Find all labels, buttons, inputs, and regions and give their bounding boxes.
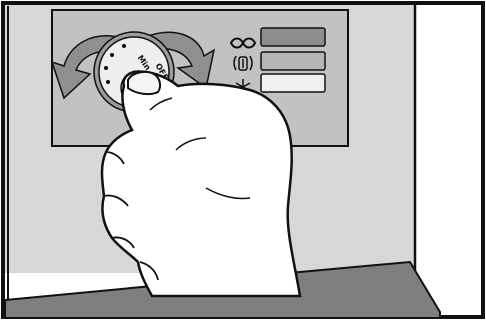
door-edge <box>415 5 481 315</box>
dial-scale-dot <box>122 44 126 48</box>
dial-scale-dot <box>104 66 108 70</box>
indicator-light-infinity <box>261 28 325 46</box>
dial-scale-dot <box>106 80 110 84</box>
indicator-light-heater <box>261 52 325 70</box>
indicator-light-snowflake <box>261 74 325 92</box>
dial-scale-dot <box>110 53 114 57</box>
